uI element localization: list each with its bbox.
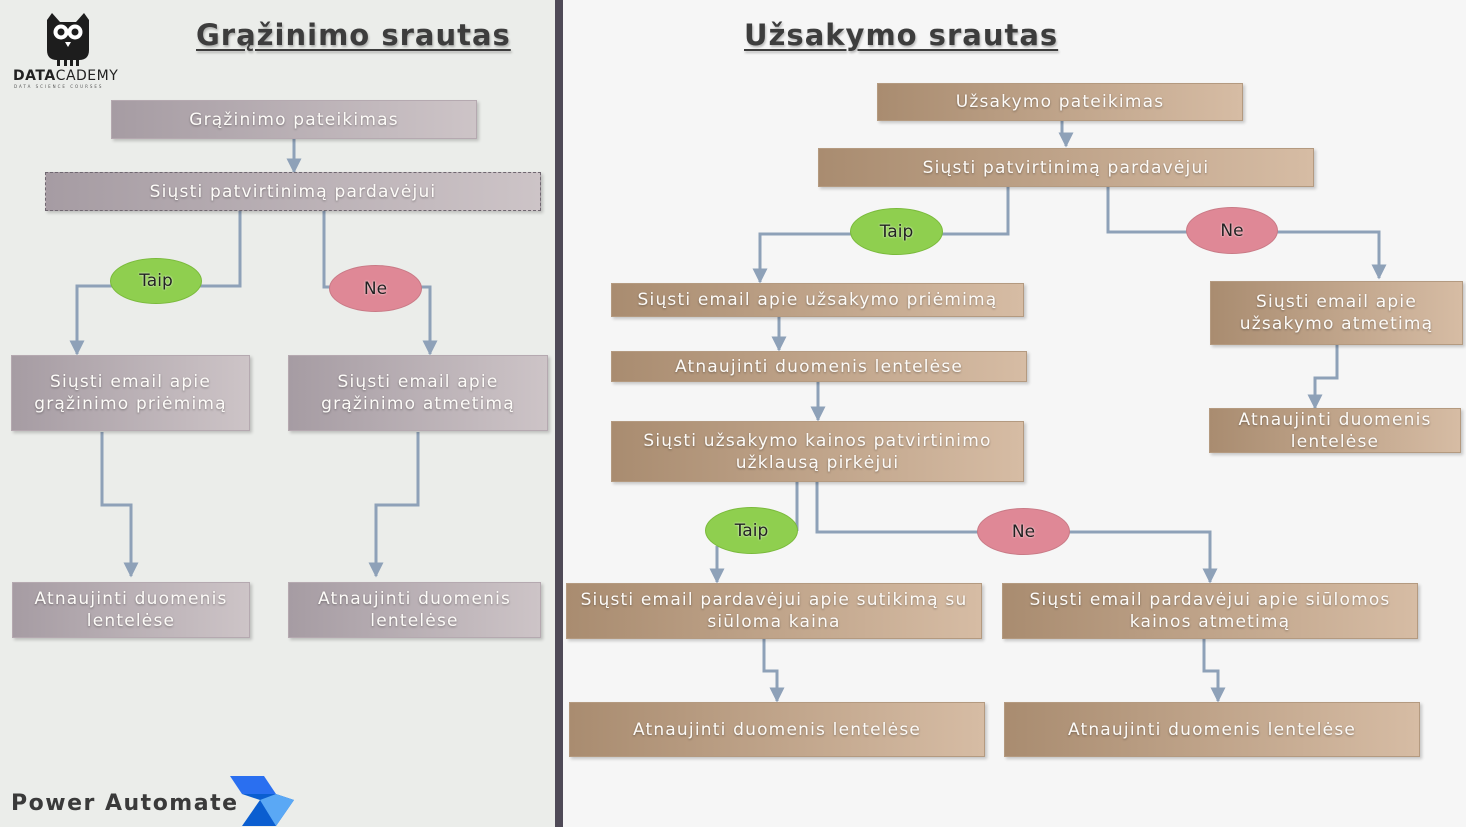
order-flow-title: Užsakymo srautas	[744, 18, 1059, 52]
node-return-confirm: Siųsti patvirtinimą pardavėjui	[45, 172, 541, 211]
decision-order-yes: Taip	[850, 208, 943, 255]
node-order-update-reject: Atnaujinti duomenis lentelėse	[1209, 408, 1461, 453]
decision-price-yes: Taip	[705, 507, 798, 554]
node-return-update-reject: Atnaujinti duomenis lentelėse	[288, 582, 541, 638]
power-automate-label: Power Automate	[11, 791, 239, 816]
node-order-price-accept-email: Siųsti email pardavėjui apie sutikimą su…	[566, 583, 982, 639]
node-return-accept-email: Siųsti email apie grąžinimo priėmimą	[11, 355, 250, 431]
owl-logo-icon	[47, 13, 89, 66]
node-order-price-reject-email: Siųsti email pardavėjui apie siūlomos ka…	[1002, 583, 1418, 639]
node-order-update-price-reject: Atnaujinti duomenis lentelėse	[1004, 702, 1420, 757]
brand-tagline: DATA SCIENCE COURSES	[14, 84, 104, 89]
node-return-update-accept: Atnaujinti duomenis lentelėse	[12, 582, 250, 638]
node-return-submit: Grąžinimo pateikimas	[111, 100, 477, 139]
node-order-reject-email: Siųsti email apie užsakymo atmetimą	[1210, 281, 1463, 345]
panel-divider	[555, 0, 563, 827]
node-order-accept-email: Siųsti email apie užsakymo priėmimą	[611, 283, 1024, 317]
node-order-confirm: Siųsti patvirtinimą pardavėjui	[818, 148, 1314, 187]
node-order-update-price-accept: Atnaujinti duomenis lentelėse	[569, 702, 985, 757]
node-order-price-request: Siųsti užsakymo kainos patvirtinimo užkl…	[611, 421, 1024, 482]
decision-price-no: Ne	[977, 508, 1070, 555]
node-return-reject-email: Siųsti email apie grąžinimo atmetimą	[288, 355, 548, 431]
decision-return-no: Ne	[329, 265, 422, 312]
node-order-submit: Užsakymo pateikimas	[877, 83, 1243, 121]
return-flow-title: Grąžinimo srautas	[196, 18, 511, 52]
power-automate-icon	[230, 776, 294, 826]
decision-return-yes: Taip	[110, 258, 202, 304]
decision-order-no: Ne	[1186, 207, 1278, 254]
brand-name: DATACADEMY	[13, 68, 119, 84]
node-order-update-accept: Atnaujinti duomenis lentelėse	[611, 351, 1027, 382]
